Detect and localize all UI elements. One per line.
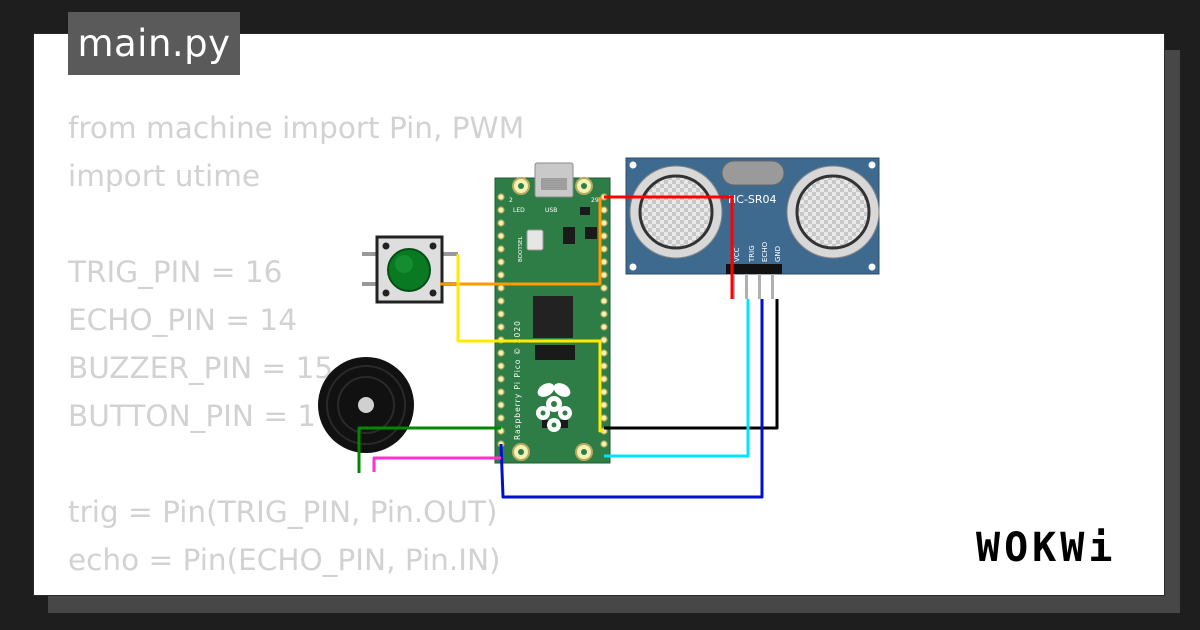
pico-usb-label: USB [545, 207, 557, 214]
code-line: TRIG_PIN = 16 [68, 255, 283, 289]
pico-board[interactable]: 2 29 LED USB BOOTSEL Raspberry Pi Pico ©… [494, 162, 611, 464]
ultrasonic-sensor[interactable]: HC-SR04 VCC TRIG ECHO GND [625, 157, 880, 299]
wire-cyan [604, 299, 750, 458]
code-line: ECHO_PIN = 14 [68, 303, 297, 337]
code-editor: from machine import Pin, PWM import utim… [68, 104, 524, 584]
wokwi-logo: WOKWi [976, 525, 1117, 571]
buzzer[interactable] [318, 357, 414, 453]
pico-led-label: LED [513, 207, 525, 214]
file-tab[interactable]: main.py [68, 12, 240, 75]
sensor-pin-gnd: GND [774, 246, 782, 262]
wire-green [357, 426, 501, 473]
code-line: BUTTON_PIN = 1 [68, 399, 317, 433]
sensor-pin-trig: TRIG [748, 245, 756, 263]
pico-bootsel-label: BOOTSEL [518, 235, 524, 262]
wire-orange [440, 197, 602, 286]
wire-blue [499, 299, 764, 499]
sensor-pin-echo: ECHO [761, 241, 769, 262]
push-button[interactable] [362, 235, 458, 304]
raspberry-pi-logo-icon [536, 383, 572, 432]
wire-yellow [456, 254, 604, 433]
wires [357, 195, 779, 499]
wire-red [604, 195, 734, 299]
pico-pin-label-29: 29 [591, 197, 599, 204]
code-line: trig = Pin(TRIG_PIN, Pin.OUT) [68, 495, 498, 529]
sensor-model-label: HC-SR04 [728, 193, 777, 206]
wire-black [604, 299, 779, 430]
pico-pin-label-2: 2 [509, 197, 513, 204]
code-line: import utime [68, 159, 261, 193]
pico-board-text: Raspberry Pi Pico © 2020 [513, 320, 522, 440]
code-line: echo = Pin(ECHO_PIN, Pin.IN) [68, 543, 501, 577]
code-line: from machine import Pin, PWM [68, 111, 525, 145]
wire-magenta [372, 456, 501, 472]
sensor-pin-vcc: VCC [733, 247, 741, 262]
